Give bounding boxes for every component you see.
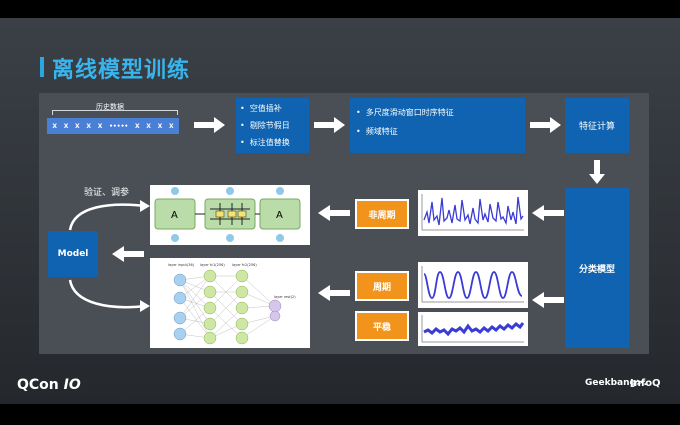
feature-item: • 频域特征 [356, 127, 398, 136]
tuning-label: 验证、调参 [84, 188, 130, 198]
history-cell: X [63, 122, 69, 130]
preprocess-item: • 标注值替换 [240, 138, 290, 147]
geekbang-logo: Geekbang>. [585, 378, 647, 388]
history-data-label: 历史数据 [96, 103, 124, 111]
periodic-box: 周期 [355, 271, 409, 301]
arrow-down-icon [589, 160, 605, 184]
arrow-left-icon [112, 246, 144, 262]
periodic-waveform [418, 262, 528, 308]
svg-text:layer fc1(256): layer fc1(256) [200, 263, 225, 267]
lstm-diagram: A A [150, 185, 310, 245]
model-box: Model [48, 231, 98, 277]
qcon-logo: QCon IO [17, 377, 81, 393]
stable-box: 平稳 [355, 311, 409, 341]
arrow-left-icon [532, 292, 564, 308]
title-accent-bar [40, 57, 44, 77]
history-brace [52, 110, 178, 115]
stable-waveform [418, 312, 528, 346]
history-cell: X [52, 122, 57, 130]
history-cell: X [168, 122, 174, 130]
preprocess-box: • 空值插补 • 剔除节假日 • 标注值替换 [236, 98, 309, 153]
non-periodic-waveform [418, 190, 528, 236]
history-cell: X [157, 122, 163, 130]
arrow-left-icon [318, 285, 350, 301]
history-cell-ellipsis: ••••• [109, 122, 129, 130]
feedback-curve-arrows [68, 200, 150, 312]
lstm-cell-label: A [276, 210, 283, 221]
history-cell: X [86, 122, 92, 130]
feature-calc-box: 特征计算 [565, 98, 629, 153]
arrow-left-icon [532, 205, 564, 221]
history-cell: X [146, 122, 151, 130]
svg-text:layer rest(2): layer rest(2) [274, 295, 296, 299]
arrow-left-icon [318, 205, 350, 221]
infoq-logo: InfoQ [630, 378, 661, 389]
classify-model-box: 分类模型 [565, 188, 629, 348]
history-cell: X [134, 122, 140, 130]
mlp-diagram: layer input(36) layer fc1(256) layer fc2… [150, 258, 310, 348]
lstm-cell-label: A [171, 210, 178, 221]
arrow-right-icon [314, 117, 345, 133]
feature-item: • 多尺度滑动窗口时序特征 [356, 108, 454, 117]
preprocess-item: • 空值插补 [240, 104, 282, 113]
svg-text:layer input(36): layer input(36) [168, 263, 195, 267]
non-periodic-box: 非周期 [355, 199, 409, 229]
history-cell: X [75, 122, 80, 130]
slide-title: 离线模型训练 [52, 58, 191, 83]
history-data-sequence: X X X X X ••••• X X X X [47, 118, 179, 134]
preprocess-item: • 剔除节假日 [240, 121, 290, 130]
spacer [411, 204, 412, 205]
features-box: • 多尺度滑动窗口时序特征 • 频域特征 [350, 98, 525, 153]
arrow-right-icon [194, 117, 225, 133]
svg-text:layer fc2(256): layer fc2(256) [232, 263, 257, 267]
arrow-right-icon [530, 117, 561, 133]
history-cell: X [97, 122, 103, 130]
